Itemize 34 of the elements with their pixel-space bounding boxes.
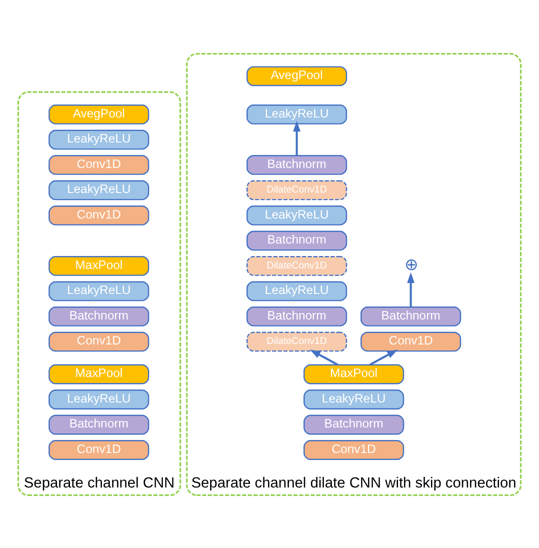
node-box: AvegPool [48, 104, 150, 124]
node-box: Batchnorm [360, 306, 462, 326]
node-box: Batchnorm [48, 414, 150, 434]
node-box: LeakyReLU [246, 204, 348, 225]
node-box: Batchnorm [246, 154, 348, 174]
arrow [293, 120, 300, 155]
arrow [369, 349, 398, 366]
node-text: ⊕ [404, 256, 418, 274]
node-box: LeakyReLU [246, 104, 348, 124]
node-box: Conv1D [360, 331, 462, 352]
node-box: Batchnorm [304, 414, 404, 434]
node-box: Conv1D [48, 440, 150, 460]
node-box: Batchnorm [246, 230, 348, 250]
node-box: Conv1D [48, 154, 150, 174]
node-box: Conv1D [48, 204, 150, 225]
node-box: LeakyReLU [48, 389, 150, 409]
arrow [310, 349, 338, 366]
node-box: LeakyReLU [304, 389, 404, 409]
node-box: MaxPool [48, 364, 150, 384]
node-box: Batchnorm [48, 306, 150, 326]
node-box: LeakyReLU [48, 280, 150, 301]
node-box: LeakyReLU [48, 129, 150, 150]
node-box: DilateConv1D [246, 255, 348, 276]
node-box: MaxPool [48, 255, 150, 276]
arrow [407, 272, 415, 306]
node-box: MaxPool [304, 364, 404, 384]
node-box: Conv1D [304, 440, 404, 460]
node-box: LeakyReLU [48, 180, 150, 200]
node-box: DilateConv1D [246, 331, 348, 352]
node-box: Conv1D [48, 331, 150, 352]
node-box: Batchnorm [246, 306, 348, 326]
node-box: DilateConv1D [246, 180, 348, 200]
node-box: LeakyReLU [246, 280, 348, 301]
node-box: AvegPool [246, 66, 348, 86]
